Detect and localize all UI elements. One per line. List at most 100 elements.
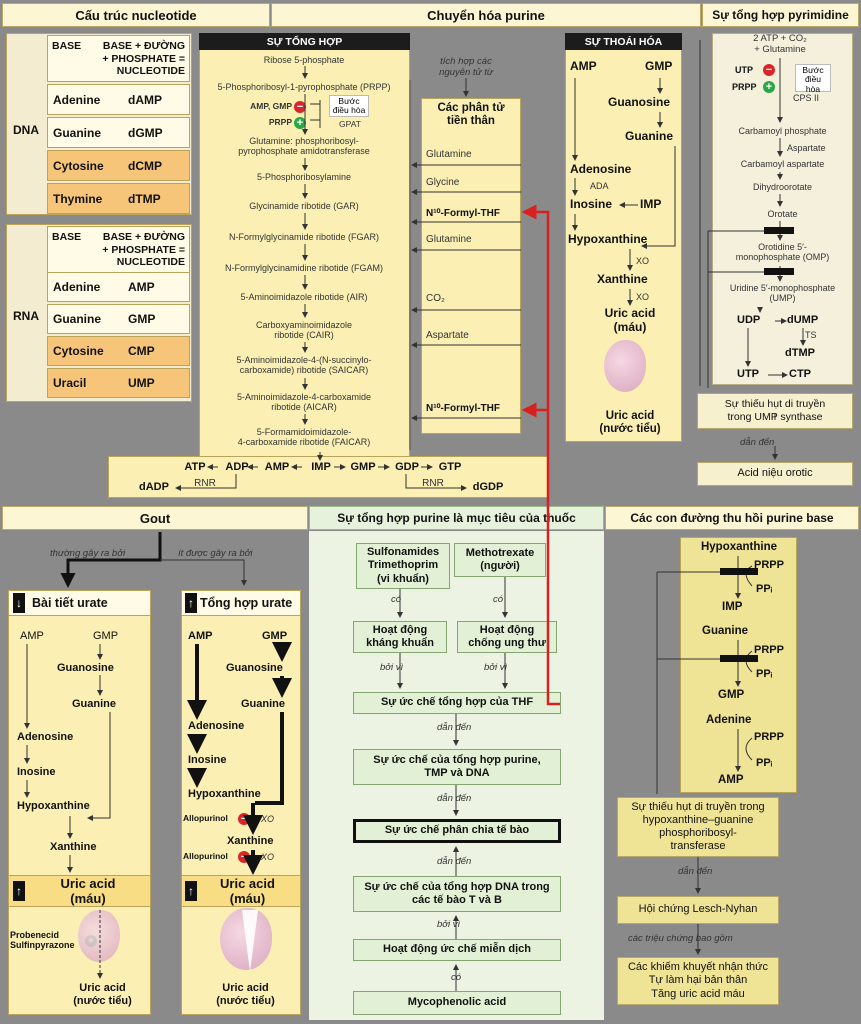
gout-right-title: Tổng hợp urate [200, 596, 293, 610]
pyr-inhibit-icon: − [763, 64, 775, 76]
activate-icon: + [294, 117, 306, 129]
gl-amp: AMP [20, 630, 44, 642]
bottom-atp: ATP [184, 461, 206, 473]
kidney-icon [604, 340, 646, 392]
salv-prpp-3: PRPP [754, 731, 784, 743]
salv-amp: AMP [718, 774, 744, 786]
gl-adenosine: Adenosine [17, 731, 74, 743]
degradation-title: SỰ THOÁI HÓA [565, 33, 682, 50]
gr-gmp: GMP [262, 630, 288, 642]
gr-inhibit-icon-1: − [238, 813, 250, 825]
rna-header: BASE BASE + ĐƯỜNG + PHOSPHATE = NUCLEOTI… [47, 226, 190, 273]
salv-leads: dẫn đến [678, 866, 713, 877]
dna-col-nucleotide: BASE + ĐƯỜNG + PHOSPHATE = NUCLEOTIDE [102, 40, 185, 78]
salv-adenine: Adenine [706, 714, 752, 726]
integrate-note: tích hợp các nguyên tử từ [439, 56, 493, 79]
header-gout: Gout [2, 506, 308, 530]
deg-amp: AMP [570, 59, 597, 73]
pyr-reg-note: Bước điều hòa [795, 64, 831, 93]
drug-sulfa: Sulfonamides Trimethoprim (vi khuẩn) [356, 543, 450, 589]
deg-gmp: GMP [645, 59, 673, 73]
deg-xo-1: XO [636, 256, 650, 266]
pyr-aspartate: Aspartate [787, 143, 826, 153]
drug-thf: Sự ức chế tổng hợp của THF [353, 692, 561, 714]
reg-amp-gmp: AMP, GMP [250, 101, 292, 111]
drug-immuno: Hoạt động ức chế miễn dịch [353, 939, 561, 961]
deg-uric-urine: Uric acid (nước tiểu) [599, 410, 661, 436]
drug-co-2: có [493, 594, 504, 605]
precursor-co2: CO₂ [426, 293, 445, 304]
gr-uric-urine: Uric acid (nước tiểu) [216, 982, 275, 1007]
bottom-dgdp: dGDP [472, 481, 504, 493]
bottom-adp: ADP [225, 461, 249, 473]
salv-prpp-2: PRPP [754, 644, 784, 656]
gr-amp: AMP [188, 630, 213, 642]
bottom-amp: AMP [264, 461, 290, 473]
salv-ppi-2: PPᵢ [756, 668, 773, 680]
step-fgar: N-Formylglycinamide ribotide (FGAR) [228, 232, 380, 242]
salv-lesch: Hội chứng Lesch-Nyhan [617, 896, 779, 924]
reg-prpp: PRPP [268, 117, 292, 127]
header-pyrimidine: Sự tổng hợp pyrimidine [702, 3, 859, 27]
bottom-gmp: GMP [350, 461, 376, 473]
deg-hypoxanthine: Hypoxanthine [568, 232, 648, 246]
gl-uric-urine: Uric acid (nước tiểu) [73, 982, 132, 1007]
gr-xanthine: Xanthine [227, 835, 274, 847]
pyr-ts: TS [805, 330, 817, 340]
drug-boivi-3: bởi vì [437, 919, 461, 930]
pyr-deficiency: Sự thiếu hụt di truyền trong UMP synthas… [697, 393, 853, 429]
synthesis-title: SỰ TỔNG HỢP [199, 33, 410, 50]
pyr-udp: UDP [737, 314, 761, 326]
gl-guanine: Guanine [72, 698, 117, 710]
pyr-utp2: UTP [737, 368, 759, 380]
salv-hypoxanthine: Hypoxanthine [700, 541, 778, 553]
salv-deficiency: Sự thiếu hụt di truyền trong hypoxanthin… [617, 797, 779, 857]
step-gpat: Glutamine: phosphoribosyl- pyrophosphate… [238, 136, 370, 157]
step-aicar: 5-Aminoimidazole-4-carboxamide ribotide … [236, 392, 372, 413]
gout-left-title: Bài tiết urate [32, 596, 108, 610]
dna-label: DNA [13, 123, 39, 137]
drug-danden-2: dẫn đến [437, 793, 472, 804]
drug-dna-tb: Sự ức chế của tổng hợp DNA trong các tế … [353, 876, 561, 912]
deg-adenosine: Adenosine [570, 162, 632, 176]
precursor-glutamine-1: Glutamine [426, 149, 472, 160]
up-arrow-icon: ↑ [13, 881, 25, 901]
gr-inhibit-icon-2: − [238, 851, 250, 863]
drug-danden-3: dẫn đến [437, 856, 472, 867]
rna-col-base: BASE [52, 231, 82, 243]
pyr-ump: Uridine 5′-monophosphate (UMP) [729, 283, 836, 304]
pyr-leads: dẫn đến [740, 437, 775, 448]
dna-header: BASE BASE + ĐƯỜNG + PHOSPHATE = NUCLEOTI… [47, 35, 190, 82]
gl-hypoxanthine: Hypoxanthine [17, 800, 90, 812]
precursor-formyl-thf-1: N¹⁰-Formyl-THF [426, 208, 500, 219]
gout-right-title-box [181, 590, 301, 616]
gr-uric-box [181, 875, 301, 907]
salv-ppi-1: PPᵢ [756, 583, 773, 595]
step-pra: 5-Phosphoribosylamine [256, 172, 352, 182]
step-air: 5-Aminoimidazole ribotide (AIR) [240, 292, 368, 302]
gout-left-title-box [8, 590, 151, 616]
salv-includes: các triệu chứng bao gồm [628, 933, 733, 944]
gl-kidney-icon [78, 910, 120, 962]
drug-mtx: Methotrexate (người) [454, 543, 546, 577]
step-prpp: 5-Phosphoribosyl-1-pyrophosphate (PRPP) [217, 82, 391, 92]
gr-kidney-icon [220, 908, 272, 970]
salv-guanine: Guanine [702, 625, 749, 637]
header-salvage: Các con đường thu hồi purine base [605, 506, 859, 530]
step-saicar: 5-Aminoimidazole-4-(N-succinylo- carboxa… [236, 355, 372, 376]
up-arrow-icon-3: ↑ [185, 881, 197, 901]
deg-xanthine: Xanthine [597, 272, 648, 286]
gr-guanosine: Guanosine [226, 662, 283, 674]
step-faicar: 5-Formamidoimidazole- 4-carboxamide ribo… [237, 427, 371, 448]
header-drug-target: Sự tổng hợp purine là mục tiêu của thuốc [309, 506, 604, 530]
gr-inosine: Inosine [188, 754, 227, 766]
precursor-formyl-thf-2: N¹⁰-Formyl-THF [426, 403, 500, 414]
pyr-omp: Orotidine 5′- monophosphate (OMP) [735, 242, 830, 263]
precursor-aspartate: Aspartate [426, 330, 469, 341]
precursor-glycine: Glycine [426, 177, 460, 188]
gout-rare-cause: ít được gây ra bởi [178, 548, 253, 559]
bottom-imp: IMP [311, 461, 331, 473]
pyr-start: 2 ATP + CO₂ + Glutamine [753, 33, 807, 55]
